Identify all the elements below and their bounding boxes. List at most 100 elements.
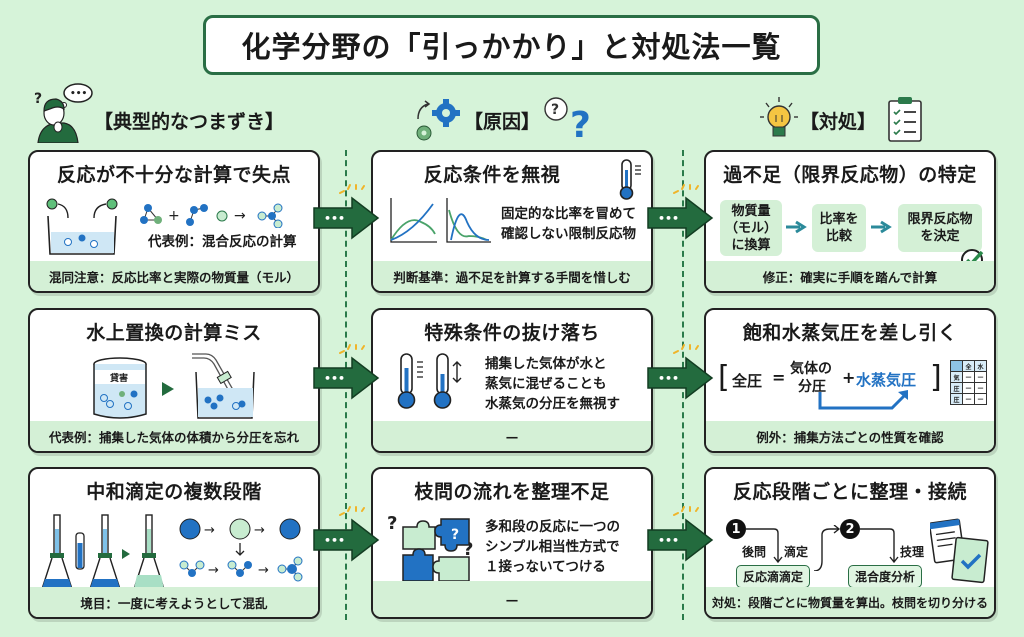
puzzle-pieces-icon: ? ? ? [387, 513, 473, 582]
stage-flow-icon: → → → → [179, 518, 303, 582]
svg-text:→: → [204, 523, 215, 538]
arrow-right-icon [786, 220, 807, 234]
card-title: 過不足（限界反応物）の特定 [723, 164, 977, 186]
card-title: 枝問の流れを整理不足 [414, 481, 610, 503]
cause-card-2: 特殊条件の抜け落ち 捕集した気体が水と 蒸気に混ぜることも 水蒸気の分圧を無視す… [371, 308, 653, 453]
svg-text:•••: ••• [658, 212, 679, 225]
vapor-pressure-table: 全 水 気—— 圧—— 圧—— [950, 360, 987, 405]
svg-text:?: ? [463, 539, 473, 560]
stumble-card-3: 中和滴定の複数段階 → → → [28, 467, 320, 619]
card-title: 水上置換の計算ミス [86, 322, 262, 344]
svg-text:•••: ••• [324, 212, 345, 225]
svg-text:•••: ••• [658, 372, 679, 385]
step-box-mixture-analysis: 混合度分析 [848, 565, 923, 588]
cause-description: 固定的な比率を冒めて 確認しない限制反応物 [501, 206, 636, 242]
card-title: 飽和水蒸気圧を差し引く [742, 322, 958, 344]
flow-arrow: ••• [312, 518, 382, 562]
card-footer: — [373, 421, 651, 451]
lightbulb-icon [760, 97, 798, 137]
svg-text:?: ? [551, 102, 559, 118]
column-label-fix: 【対処】 [800, 110, 877, 133]
water-trough-icon [192, 353, 255, 419]
card-footer: 対処：段階ごとに物質量を算出。枝問を切り分ける [706, 587, 994, 617]
svg-text:?: ? [387, 513, 397, 534]
svg-text:•••: ••• [70, 89, 87, 99]
thermometer-icon [619, 159, 641, 200]
flow-arrow: ••• [646, 518, 716, 562]
fix-card-2: 飽和水蒸気圧を差し引く [ 全圧 = 気体の 分圧 + 水蒸気圧 ] 全 水 気… [704, 308, 996, 453]
flow-arrow: ••• [312, 196, 382, 240]
flow-arrow: ••• [646, 356, 716, 400]
svg-text:→: → [258, 563, 269, 578]
page-title: 化学分野の「引っかかり」と対処法一覧 [203, 15, 820, 75]
svg-text:→: → [234, 208, 246, 224]
checklist-clipboard-icon [888, 97, 922, 142]
beaker-mixing-icon [46, 198, 118, 255]
step-convert-moles: 物質量 （モル） に換算 [720, 200, 782, 256]
sparkle-icon [670, 342, 700, 361]
question-bubble-icon: ? ? [544, 97, 591, 145]
cause-card-1: 反応条件を無視 固定的な比率を冒めて 確認しない限制反応物 判断基準：過不足を計… [371, 150, 653, 293]
reaction-graph-icon [390, 198, 491, 243]
sparkle-icon [670, 182, 700, 201]
formula-vapor-pressure: 水蒸気圧 [856, 371, 917, 389]
molecule-reaction-icon: + → [140, 203, 283, 228]
column-header-fix: 【対処】 [758, 95, 928, 145]
step-compare-ratio: 比率を 比較 [812, 204, 866, 252]
thermometers-icon [397, 353, 462, 409]
sparkle-icon [336, 342, 366, 361]
arrow-right-icon [871, 220, 892, 234]
card-footer: — [373, 581, 651, 617]
card-footer: 混同注意：反応比率と実際の物質量（モル） [30, 261, 318, 291]
card-title: 反応段階ごとに整理・接続 [732, 481, 967, 503]
sparkle-icon [336, 182, 366, 201]
stumble-card-1: 反応が不十分な計算で失点 + → 代表例：混合反応の計算 混同注意：反応比率と実… [28, 150, 320, 293]
step-number-2: 2 [840, 519, 860, 539]
flow-arrow: ••• [312, 356, 382, 400]
cause-description: 多和段の反応に一つの シンプル相当性方式で １接っないてつける [485, 519, 620, 575]
svg-text:+: + [168, 208, 180, 224]
fix-card-1: 過不足（限界反応物）の特定 物質量 （モル） に換算 比率を 比較 限界反応物 … [704, 150, 996, 293]
play-arrow-icon [162, 382, 174, 396]
card-footer: 判断基準：過不足を計算する手間を惜しむ [373, 261, 651, 291]
svg-text:?: ? [34, 91, 42, 107]
step-number-1: 1 [726, 519, 746, 539]
sparkle-icon [336, 504, 366, 523]
column-label-cause: 【原因】 [464, 110, 541, 133]
step-determine-limiting: 限界反応物 を決定 [898, 204, 982, 252]
card-footer: 境目：一度に考えようとして混乱 [30, 587, 318, 617]
column-label-stumble: 【典型的なつまずき】 [94, 110, 285, 133]
column-header-stumble: ? ••• 【典型的なつまずき】 [30, 83, 285, 145]
curved-arrow-icon [818, 390, 908, 410]
svg-text:•••: ••• [324, 534, 345, 547]
gears-icon [416, 99, 460, 141]
card-footer: 例外：捕集方法ごとの性質を確認 [706, 421, 994, 451]
stumble-card-2: 水上置換の計算ミス 貸害 代表例：捕集した気体の体積から分圧を忘れ [28, 308, 320, 453]
flow-arrow: ••• [646, 196, 716, 240]
card-title: 中和滴定の複数段階 [86, 481, 262, 503]
fix-card-3: 反応段階ごとに整理・接続 1 2 後問 滴定 技理 反応滴滴定 混合度分析 対処… [704, 467, 996, 619]
documents-check-icon [930, 518, 989, 584]
pressure-formula: [ 全圧 = 気体の 分圧 + 水蒸気圧 ] 全 水 気—— 圧—— 圧—— [706, 352, 994, 421]
card-footer: 修正：確実に手順を踏んで計算 [706, 261, 994, 291]
card-title: 反応条件を無視 [423, 164, 561, 186]
svg-text:?: ? [570, 105, 591, 145]
column-header-cause: 【原因】 ? ? [412, 95, 598, 145]
card-title: 反応が不十分な計算で失点 [56, 164, 291, 186]
example-caption: 代表例：混合反応の計算 [148, 234, 297, 250]
thinking-person-icon: ? ••• [34, 83, 93, 143]
cause-card-3: 枝問の流れを整理不足 ? ? ? 多和段の反応に一つの シンプル相当性方式で １… [371, 467, 653, 619]
titration-flasks-icon [41, 514, 165, 590]
flow-connector-icon [746, 525, 899, 571]
sparkle-icon [670, 504, 700, 523]
card-footer: 代表例：捕集した気体の体積から分圧を忘れ [30, 421, 318, 451]
svg-text:•••: ••• [658, 534, 679, 547]
formula-total-pressure: 全圧 [732, 372, 763, 390]
step-box-titration: 反応滴滴定 [736, 565, 811, 588]
cause-description: 捕集した気体が水と 蒸気に混ぜることも 水蒸気の分圧を無視す [485, 356, 620, 412]
svg-text:?: ? [451, 527, 459, 543]
container-label: 貸害 [110, 372, 128, 384]
svg-text:•••: ••• [324, 372, 345, 385]
svg-text:→: → [254, 523, 265, 538]
gas-cylinder-icon: 貸害 [93, 357, 147, 419]
